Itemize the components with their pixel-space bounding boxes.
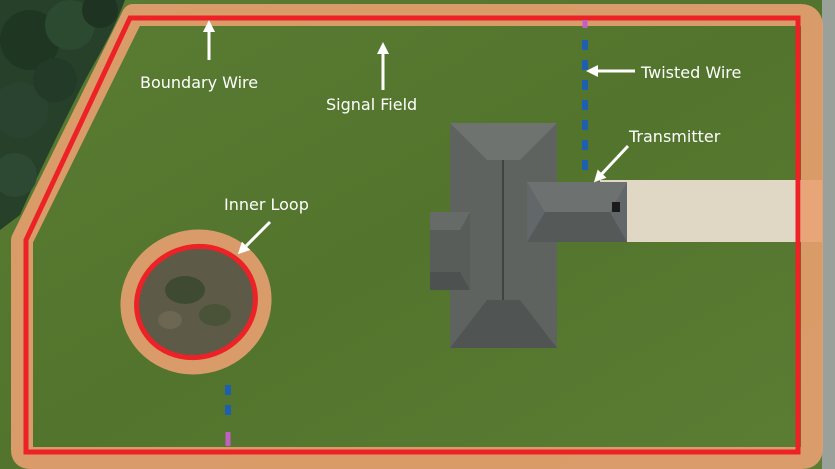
house: [430, 123, 627, 348]
annotation-arrows: [203, 20, 635, 255]
boundary-wire: [23, 15, 801, 455]
inner-loop-wire: [134, 243, 258, 361]
twisted-wire-label: Twisted Wire: [640, 63, 741, 82]
inner-loop-label: Inner Loop: [224, 195, 309, 214]
tree-cluster: [0, 0, 125, 230]
signal-field-band: [11, 4, 823, 469]
transmitter-label: Transmitter: [628, 127, 721, 146]
driveway: [600, 180, 822, 242]
inner-loop-area: [120, 229, 272, 375]
boundary-wire-label: Boundary Wire: [140, 73, 258, 92]
signal-field-label: Signal Field: [326, 95, 417, 114]
arrow-transmitter: [593, 144, 630, 183]
road-strip: [822, 0, 835, 469]
arrow-inner-loop: [237, 220, 272, 255]
